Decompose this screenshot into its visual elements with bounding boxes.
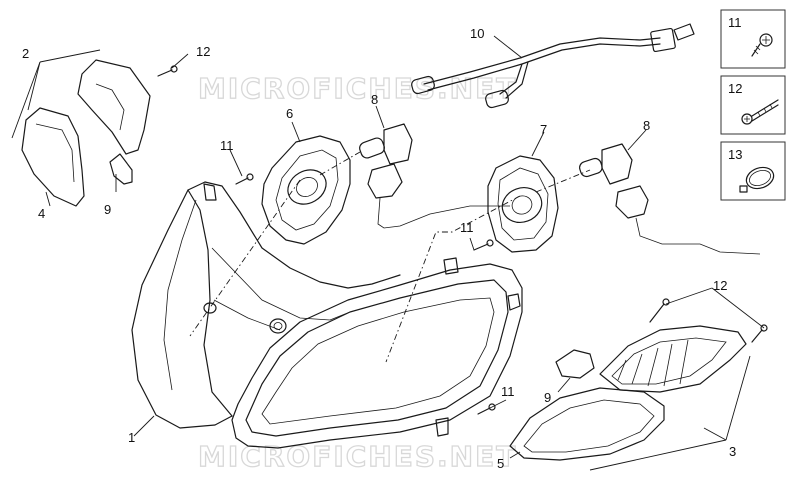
callout-7: 7 (540, 122, 547, 137)
assembly-line-right (385, 195, 521, 363)
callout-3: 3 (729, 444, 736, 459)
callout-6: 6 (286, 106, 293, 121)
right-rubber-cover (487, 155, 559, 253)
callout-8-left: 8 (371, 92, 378, 107)
legend-13-number: 13 (728, 147, 742, 162)
legend-12-number: 12 (728, 81, 742, 96)
watermark-top: MICROFICHES.NET (198, 72, 517, 105)
wiring-harness (411, 23, 695, 109)
callout-12-left: 12 (196, 44, 210, 59)
bulb-left (359, 123, 510, 229)
legend-box-13: 13 (720, 141, 786, 201)
callout-9-right: 9 (544, 390, 551, 405)
assembly-line-bulb-left (319, 151, 361, 176)
right-indicator-assembly (509, 325, 747, 461)
callout-5: 5 (497, 456, 504, 471)
legend-box-11: 11 (720, 9, 786, 69)
callout-2: 2 (22, 46, 29, 61)
callout-8-right: 8 (643, 118, 650, 133)
callout-1: 1 (128, 430, 135, 445)
headlight-lens (231, 257, 523, 449)
callout-11-left: 11 (220, 138, 234, 153)
legend-box-12: 12 (720, 75, 786, 135)
headlight-housing (131, 181, 401, 429)
screw-short-icon (751, 33, 773, 57)
legend-11-number: 11 (728, 15, 742, 30)
watermark-bottom: MICROFICHES.NET (198, 440, 517, 473)
callout-11-bottom: 11 (501, 384, 515, 399)
screw-long-icon (741, 99, 779, 125)
callout-9-left: 9 (104, 202, 111, 217)
left-rubber-cover (261, 135, 351, 245)
leader-lines (11, 35, 765, 471)
callout-4: 4 (38, 206, 45, 221)
callout-11-center: 11 (460, 220, 474, 235)
callout-10: 10 (470, 26, 484, 41)
left-indicator-assembly (21, 59, 151, 207)
bulb-right (579, 143, 761, 255)
screw-group (157, 65, 768, 415)
assembly-line-left (189, 179, 301, 337)
cable-tie-icon (739, 166, 775, 193)
callout-12-right: 12 (713, 278, 727, 293)
